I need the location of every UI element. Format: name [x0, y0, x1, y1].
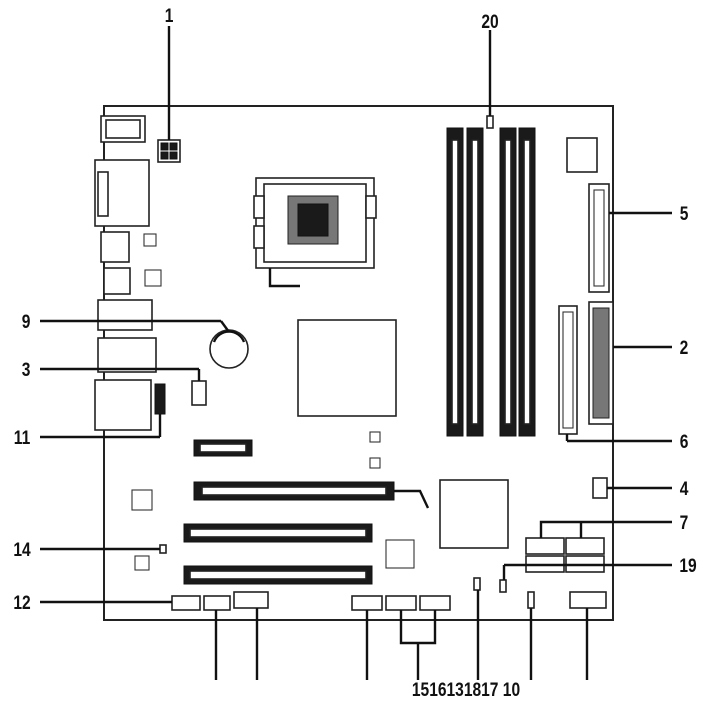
small-component-a: [369, 431, 381, 443]
small-chip: [566, 137, 598, 173]
callout-4: 4: [680, 478, 689, 500]
ide-connector: [558, 305, 578, 435]
leader-lines: [40, 26, 672, 680]
pcie-x16-slot: [193, 481, 430, 509]
system-fan-header: [592, 477, 608, 499]
callout-11: 11: [14, 427, 31, 449]
rear-io-panel: [94, 115, 162, 431]
dimm-slots: [446, 127, 536, 437]
usb-header-15: [351, 595, 383, 611]
callout-19: 19: [679, 555, 697, 577]
battery: [209, 329, 249, 369]
callout-bottom-row: 1516131817 10: [412, 679, 520, 701]
jumper-18: [473, 577, 481, 591]
floppy-connector: [588, 183, 610, 293]
cpu-fan-header: [191, 380, 207, 406]
callout-12: 12: [13, 592, 30, 614]
callout-14: 14: [13, 539, 31, 561]
usb-header-16: [385, 595, 417, 611]
callout-9: 9: [22, 311, 31, 333]
pci-slot-2: [183, 565, 373, 585]
callout-6: 6: [680, 431, 689, 453]
front-panel-header: [569, 591, 607, 609]
pci-slot-1: [183, 523, 373, 543]
header-bottom-a: [203, 595, 231, 611]
jumper-19: [499, 579, 507, 593]
callout-20: 20: [481, 11, 498, 33]
atx-12v-power-connector: [157, 139, 181, 163]
cpu-socket: [253, 177, 377, 288]
southbridge-chip: [439, 479, 509, 549]
header-bottom-b: [233, 591, 269, 609]
northbridge-chip: [297, 319, 397, 417]
header-12: [171, 595, 201, 611]
callout-1: 1: [165, 5, 174, 27]
usb-header-13: [419, 595, 451, 611]
callout-2: 2: [680, 337, 689, 359]
pcie-x1-slot: [193, 439, 253, 457]
small-component-b: [369, 457, 381, 469]
jumper-20: [486, 115, 494, 129]
audio-header: [154, 383, 166, 415]
jumper-14: [159, 544, 167, 554]
chip-left: [131, 489, 153, 511]
callout-5: 5: [680, 203, 689, 225]
io-chip: [385, 539, 415, 569]
callout-7: 7: [680, 512, 689, 534]
atx-main-power-connector: [588, 301, 614, 425]
jumper-10: [527, 591, 535, 609]
callout-3: 3: [22, 359, 31, 381]
chip-left-small: [134, 555, 150, 571]
